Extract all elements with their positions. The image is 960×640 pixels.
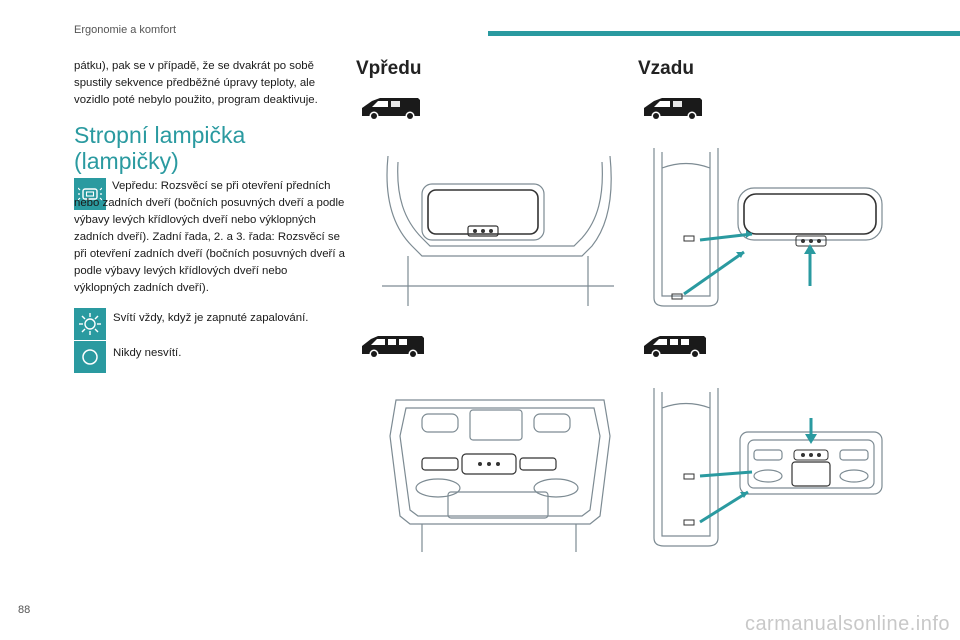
item-never-text: Nikdy nesvítí. xyxy=(113,347,182,359)
sun-light-icon xyxy=(74,308,106,340)
door-light-icon xyxy=(74,178,106,210)
watermark: carmanualsonline.info xyxy=(744,613,950,635)
rear-console-diagram xyxy=(648,388,888,548)
intro-paragraph: pátku), pak se v případě, že se dvakrát … xyxy=(74,58,346,109)
off-light-icon xyxy=(74,341,106,373)
front-lamp-diagram xyxy=(382,156,614,306)
item-always-on-text: Svítí vždy, když je zapnuté zapalování. xyxy=(113,312,309,324)
page-number: 88 xyxy=(18,604,31,616)
rear-heading: Vzadu xyxy=(638,58,694,79)
rear-lamp-diagram xyxy=(648,148,888,308)
van-long-icon xyxy=(360,334,426,360)
item-door-text: Vepředu: Rozsvěcí se při otevření přední… xyxy=(74,180,345,294)
van-short-icon xyxy=(360,96,424,122)
header-title: Ergonomie a komfort xyxy=(74,24,177,36)
header-accent-bar xyxy=(488,31,960,36)
intro-text: pátku), pak se v případě, že se dvakrát … xyxy=(74,60,318,106)
front-heading: Vpředu xyxy=(356,58,422,79)
van-long-rear-icon xyxy=(642,334,708,360)
van-short-rear-icon xyxy=(642,96,706,122)
front-console-diagram xyxy=(386,396,614,552)
section-title: Stropní lampička (lampičky) xyxy=(74,122,246,174)
